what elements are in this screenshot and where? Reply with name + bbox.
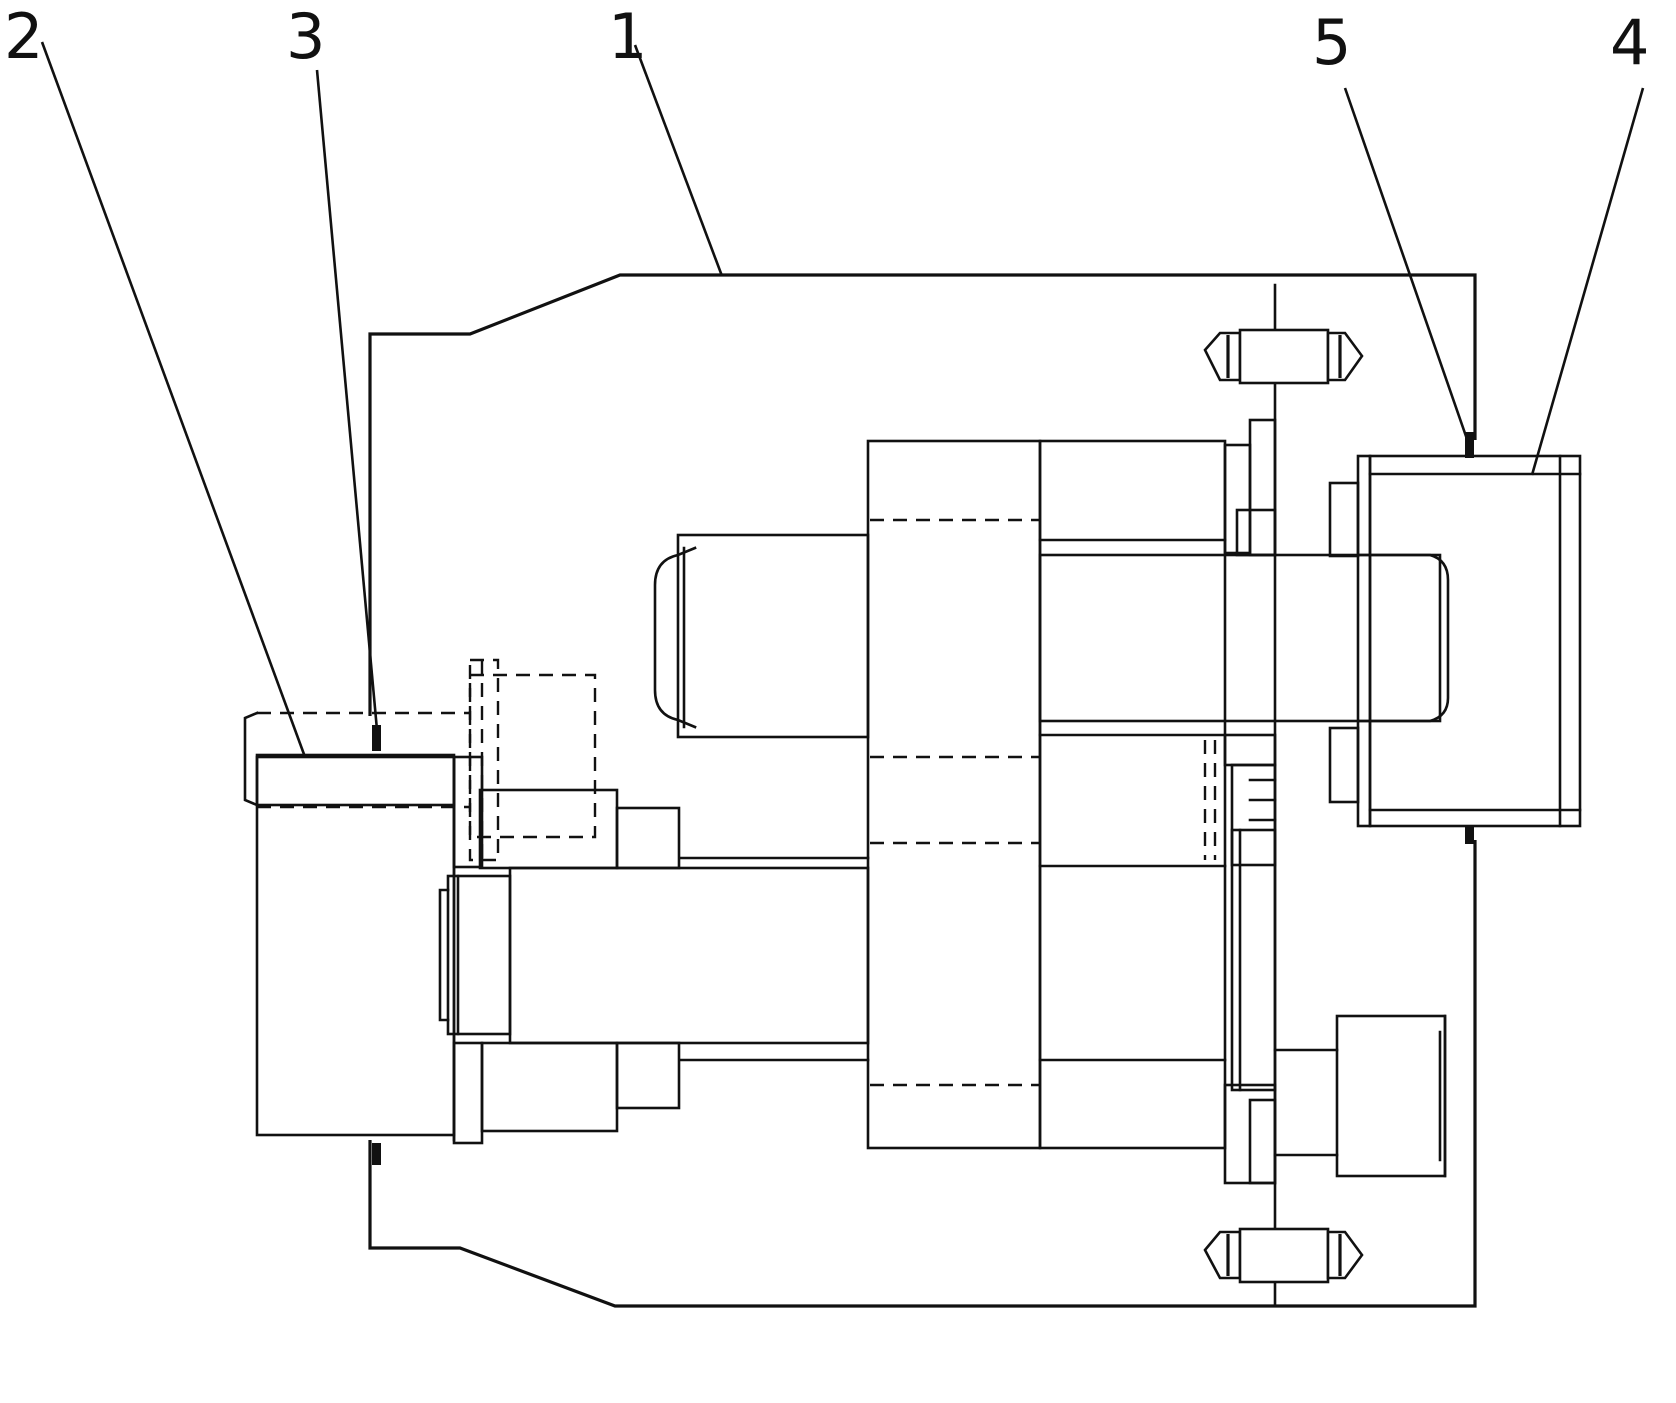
pin-part-3	[372, 725, 381, 1165]
gear-stack	[1203, 418, 1277, 1185]
lower-shaft	[438, 856, 870, 1062]
callout-leaders	[40, 41, 1645, 758]
bottom-bolt	[1203, 1227, 1364, 1284]
callout-4: 4	[1610, 6, 1649, 79]
callout-2: 2	[4, 0, 43, 73]
upper-shaft	[653, 533, 1450, 739]
callout-3: 3	[286, 0, 325, 73]
hidden-component	[257, 658, 597, 862]
callout-1: 1	[608, 0, 647, 73]
top-bolt	[1203, 328, 1364, 385]
lower-right-motor	[1273, 1014, 1447, 1178]
callout-5: 5	[1312, 6, 1351, 79]
right-motor-housing	[1328, 432, 1582, 844]
callout-labels: 1 2 3 5 4	[4, 0, 1649, 79]
central-plate	[866, 439, 1227, 1150]
left-motor-housing	[243, 711, 681, 1145]
